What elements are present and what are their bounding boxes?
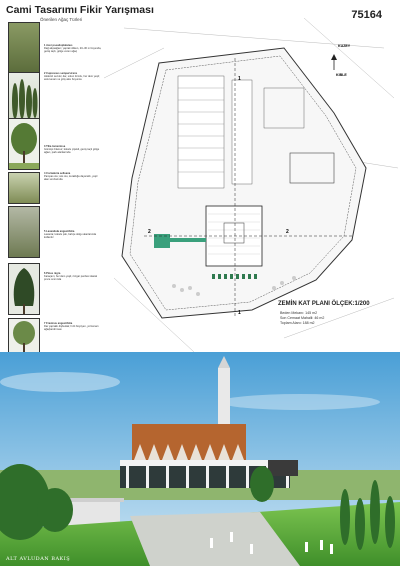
plant-photo-6 bbox=[8, 263, 40, 315]
section-mark-1-top: 1 bbox=[238, 76, 241, 82]
exterior-render bbox=[0, 352, 400, 566]
qibla-label: KIBLE bbox=[336, 73, 347, 77]
section-mark-2-right: 2 bbox=[286, 229, 289, 235]
plant-photo-7 bbox=[8, 318, 40, 354]
page-title: Cami Tasarımı Fikir Yarışması bbox=[6, 4, 154, 16]
plant-photo-5 bbox=[8, 206, 40, 258]
mosque-facade bbox=[132, 424, 246, 460]
fountain-pool bbox=[154, 234, 170, 248]
entry-number: 75164 bbox=[351, 9, 382, 21]
plant-photo-4 bbox=[8, 172, 40, 204]
plan-title: ZEMİN KAT PLANI ÖLÇEK:1/200 bbox=[278, 301, 370, 307]
plan-info-line-2: Son Cemaat Mahalli: 46 m2 bbox=[280, 316, 325, 320]
wc-ablution-block bbox=[263, 87, 305, 129]
plan-info-line-1: Beden Mekanı: 145 m2 bbox=[280, 311, 318, 315]
page-subtitle: Önerilen Ağaç Türleri bbox=[40, 17, 83, 22]
render-caption: ALT AVLUDAN BAKIŞ bbox=[6, 556, 71, 562]
plant-photo-2 bbox=[8, 72, 40, 124]
site-plan: 1 1 2 2 KUZEY KIBLE bbox=[104, 18, 398, 352]
north-arrow-icon bbox=[331, 54, 337, 70]
minaret bbox=[218, 368, 230, 424]
plant-photo-1 bbox=[8, 22, 40, 74]
lower-building bbox=[289, 152, 335, 184]
north-label: KUZEY bbox=[338, 44, 351, 48]
plant-photo-3 bbox=[8, 118, 40, 170]
plan-info-line-3: Toplam Alanı: 188 m2 bbox=[280, 321, 315, 325]
section-mark-1-bottom: 1 bbox=[238, 310, 241, 316]
section-mark-2-left: 2 bbox=[148, 229, 151, 235]
